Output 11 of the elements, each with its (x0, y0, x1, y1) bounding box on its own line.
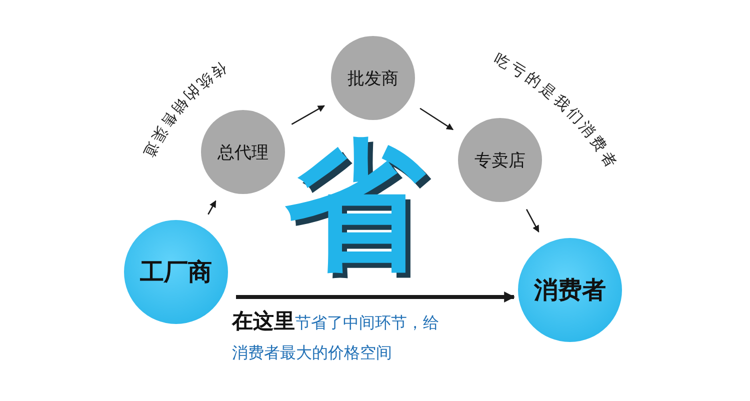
slogan-text: 在这里节省了中间环节，给消费者最大的价格空间 (232, 308, 440, 364)
arrow (291, 105, 325, 125)
arrow (420, 108, 454, 130)
node-label: 工厂商 (140, 257, 212, 288)
node-label: 专卖店 (474, 150, 526, 172)
arrow (236, 292, 516, 302)
node-label: 批发商 (348, 68, 398, 90)
arrow (208, 200, 216, 215)
big-character: 省 (285, 132, 425, 282)
arrow (526, 209, 540, 232)
node-label: 消费者 (534, 275, 606, 306)
